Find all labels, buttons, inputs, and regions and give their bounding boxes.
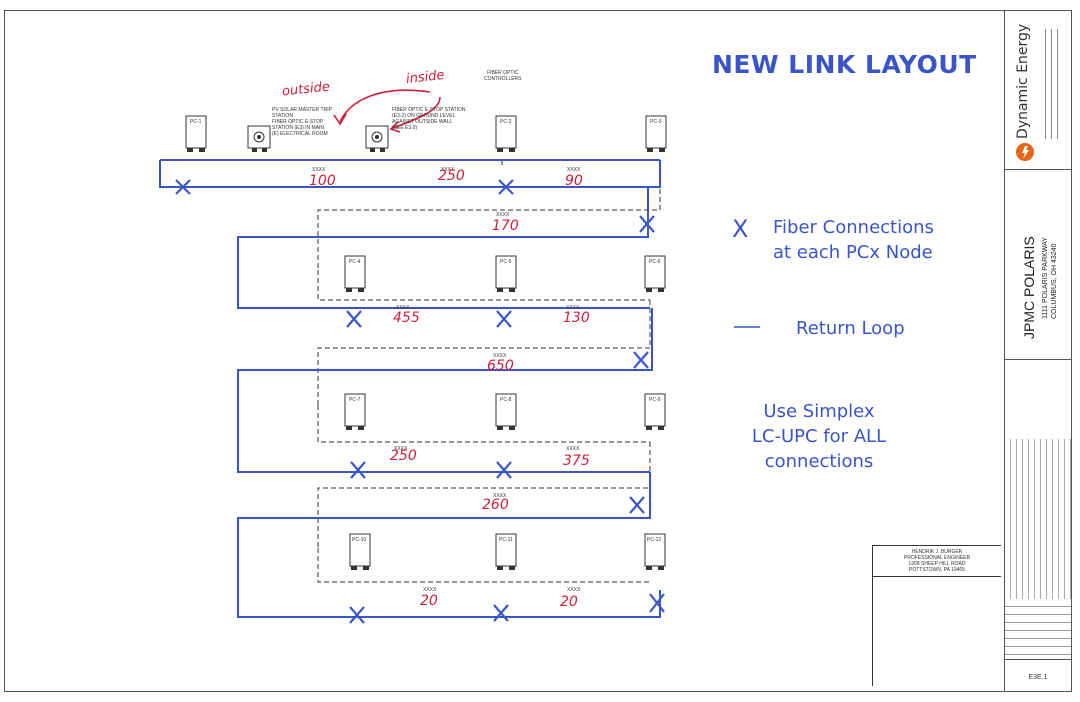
distance-label: 20 — [420, 593, 438, 609]
node-label: PC-11 — [499, 537, 513, 543]
project-name: JPMC POLARIS — [1021, 236, 1037, 339]
project-address: 1111 POLARIS PARKWAY COLUMBUS, OH 43240 — [1042, 237, 1058, 319]
info-rows — [1005, 599, 1071, 660]
distance-label: 170 — [492, 218, 519, 234]
fiber-lines — [159, 159, 661, 618]
company-name: Dynamic Energy — [1015, 23, 1031, 139]
node-connectors — [187, 148, 665, 570]
xxxx-label: XXXX — [396, 305, 410, 311]
xxxx-label: XXXX — [567, 587, 581, 593]
distance-label: 100 — [309, 173, 336, 189]
fiber-connection-legend-text: Fiber Connections at each PCx Node — [773, 217, 934, 263]
xxxx-label: XXXX — [423, 587, 437, 593]
distance-label: 250 — [390, 448, 417, 464]
xxxx-label: XXXX — [493, 493, 507, 499]
return-loop-legend-text: Return Loop — [796, 318, 905, 339]
title-block: Dynamic Energy JPMC POLARIS 1111 POLARIS… — [1004, 10, 1072, 692]
xxxx-label: XXXX — [394, 446, 408, 452]
revision-grid — [1005, 439, 1071, 600]
node-label: PC-7 — [349, 397, 361, 403]
xxxx-label: XXXX — [496, 212, 510, 218]
node-label: PC-6 — [649, 259, 661, 265]
fiber-layout-diagram — [159, 89, 760, 624]
node-label: PC-5 — [500, 259, 512, 265]
distance-label: 260 — [482, 497, 509, 513]
company-logo-icon — [1016, 143, 1034, 161]
company-section: Dynamic Energy — [1005, 11, 1071, 170]
distance-label: 90 — [565, 173, 583, 189]
page-title: NEW LINK LAYOUT — [712, 50, 977, 79]
node-label: PC-12 — [647, 537, 662, 543]
xxxx-label: XXXX — [567, 167, 581, 173]
fiber-connection-legend-icon: X — [732, 215, 749, 243]
node-label: PC-2 — [500, 119, 512, 125]
right-station-note: FIBER OPTIC E-STOP STATION (E3-2) ON GRO… — [392, 107, 466, 131]
engineer-block: HENDRIK J. BURGER PROFESSIONAL ENGINEER … — [872, 545, 1001, 686]
sheet-number: E3E.1 — [1028, 674, 1048, 681]
node-label: PC-4 — [349, 259, 361, 265]
distance-label: 20 — [560, 594, 578, 610]
distance-label: 250 — [438, 168, 465, 184]
distance-label: 375 — [563, 453, 590, 469]
node-label: PC-9 — [649, 397, 661, 403]
xxxx-label: XXXX — [312, 167, 326, 173]
xxxx-label: XXXX — [566, 446, 580, 452]
xxxx-label: XXXX — [566, 305, 580, 311]
annotation-arrows — [333, 89, 441, 133]
node-label: PC-3 — [650, 119, 662, 125]
xxxx-label: XXXX — [493, 353, 507, 359]
controllers-header: FIBER OPTIC CONTROLLERS — [484, 70, 522, 82]
distance-label: 650 — [487, 358, 514, 374]
distance-label: 130 — [563, 310, 590, 326]
engineer-info: HENDRIK J. BURGER PROFESSIONAL ENGINEER … — [873, 546, 1001, 577]
blank-section — [1005, 359, 1071, 440]
connector-note: Use Simplex LC-UPC for ALL connections — [751, 401, 887, 472]
distance-label: 455 — [393, 310, 420, 326]
node-label: PC-8 — [500, 397, 512, 403]
node-label: PC-1 — [190, 119, 202, 125]
xxxx-label: XXXX — [441, 167, 455, 173]
company-contact-lines — [1043, 29, 1067, 149]
node-label: PC-10 — [352, 537, 367, 543]
project-section: JPMC POLARIS 1111 POLARIS PARKWAY COLUMB… — [1005, 169, 1071, 360]
left-station-note: PV SOLAR MASTER TRIP STATION FIBER OPTIC… — [272, 107, 332, 137]
fiber-x-markers — [175, 179, 665, 624]
node-boxes — [185, 115, 667, 567]
